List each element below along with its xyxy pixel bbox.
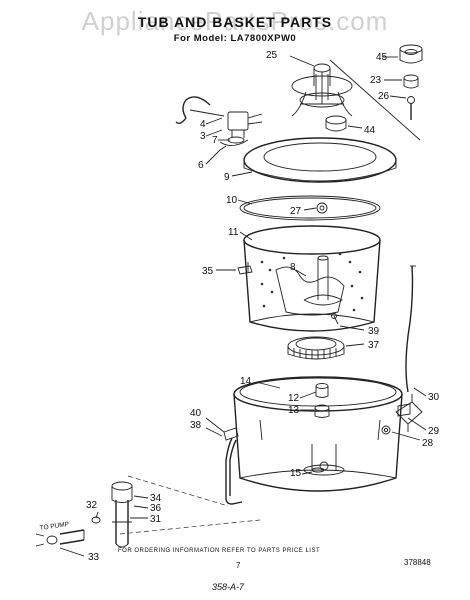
part-12-seal [315,383,329,398]
leader-8 [295,269,307,277]
callout-26: 26 [378,91,390,102]
callout-12: 12 [288,393,300,404]
leader-11 [239,231,253,241]
leader-27 [303,207,317,211]
part-35-bracket [237,262,253,275]
callout-44: 44 [364,125,376,136]
leader-36 [133,505,149,509]
callout-36: 36 [150,503,162,514]
callout-13: 13 [288,405,300,416]
callout-7: 7 [212,135,218,146]
callout-10: 10 [226,195,238,206]
callout-29: 29 [428,426,440,437]
leader-38 [205,427,223,437]
leader-44 [347,125,363,129]
callout-15: 15 [290,468,302,479]
part-37-hub [287,336,345,360]
callout-6: 6 [198,160,204,171]
part-11-basket [243,225,381,332]
drawing-number: 378848 [404,558,431,567]
part-23-bushing [403,74,419,89]
callout-4: 4 [200,119,206,130]
callout-27: 27 [290,206,302,217]
watermark: AppliancePartsPros.com [81,6,389,36]
callout-28: 28 [422,438,434,449]
part-9-tub-ring [243,137,397,183]
callout-39: 39 [368,326,380,337]
dashed-route-1 [127,475,229,507]
page-number: 7 [236,561,241,570]
leader-30 [413,387,427,397]
inlet-hose-assembly [175,96,263,146]
part-13-bearing [314,404,330,418]
part-45-cap [399,44,423,64]
axis-line-top [329,59,421,141]
model-label: For Model: LA7800XPW0 [173,33,297,44]
leader-28 [391,431,421,441]
leader-15 [301,471,313,475]
leader-40 [205,417,225,433]
leader-34 [133,495,149,499]
leader-25 [289,55,315,67]
part-40-38-hose [223,427,243,505]
part-29-elbow [397,403,411,417]
to-pump-label: TO PUMP [39,521,69,532]
part-15-fitting [311,467,325,473]
pump-hose-assembly [35,481,133,548]
callout-8: 8 [290,262,296,273]
leader-12 [299,391,317,399]
callout-11: 11 [228,227,239,238]
callout-45: 45 [376,52,388,63]
handwritten-note: 358-A-7 [212,582,245,592]
callout-25: 25 [266,50,278,61]
callout-34: 34 [150,493,162,504]
leader-26 [389,95,407,99]
leader-6 [205,145,227,165]
callout-9: 9 [224,172,230,183]
leader-3 [205,129,223,137]
part-30-hose [405,265,416,393]
leader-37 [345,343,365,347]
leader-32 [95,511,99,519]
callout-38: 38 [190,420,202,431]
part-44-cup [325,115,347,132]
leader-14 [255,381,281,389]
leader-39 [339,325,365,331]
dashed-route-2 [119,519,261,535]
callout-3: 3 [200,131,206,142]
callout-23: 23 [370,75,382,86]
callout-35: 35 [202,266,214,277]
part-28-washer [381,425,391,435]
callout-37: 37 [368,340,380,351]
ordering-footer: FOR ORDERING INFORMATION REFER TO PARTS … [118,548,320,554]
leader-29 [407,417,427,431]
agitator-cap-assembly [291,63,353,117]
part-10-gasket [239,195,381,221]
callout-30: 30 [428,392,440,403]
callout-33: 33 [88,552,100,563]
callout-14: 14 [240,376,252,387]
diagram-title: TUB AND BASKET PARTS [137,14,333,30]
leader-9 [231,171,253,177]
callout-31: 31 [150,514,162,525]
part-39-screw [331,313,339,325]
leader-10 [237,199,253,205]
leader-33 [59,547,85,557]
callout-32: 32 [86,500,98,511]
leader-4 [205,117,223,125]
part-27-nut [316,202,328,214]
part-26-stem [407,96,415,120]
callout-40: 40 [190,408,202,419]
